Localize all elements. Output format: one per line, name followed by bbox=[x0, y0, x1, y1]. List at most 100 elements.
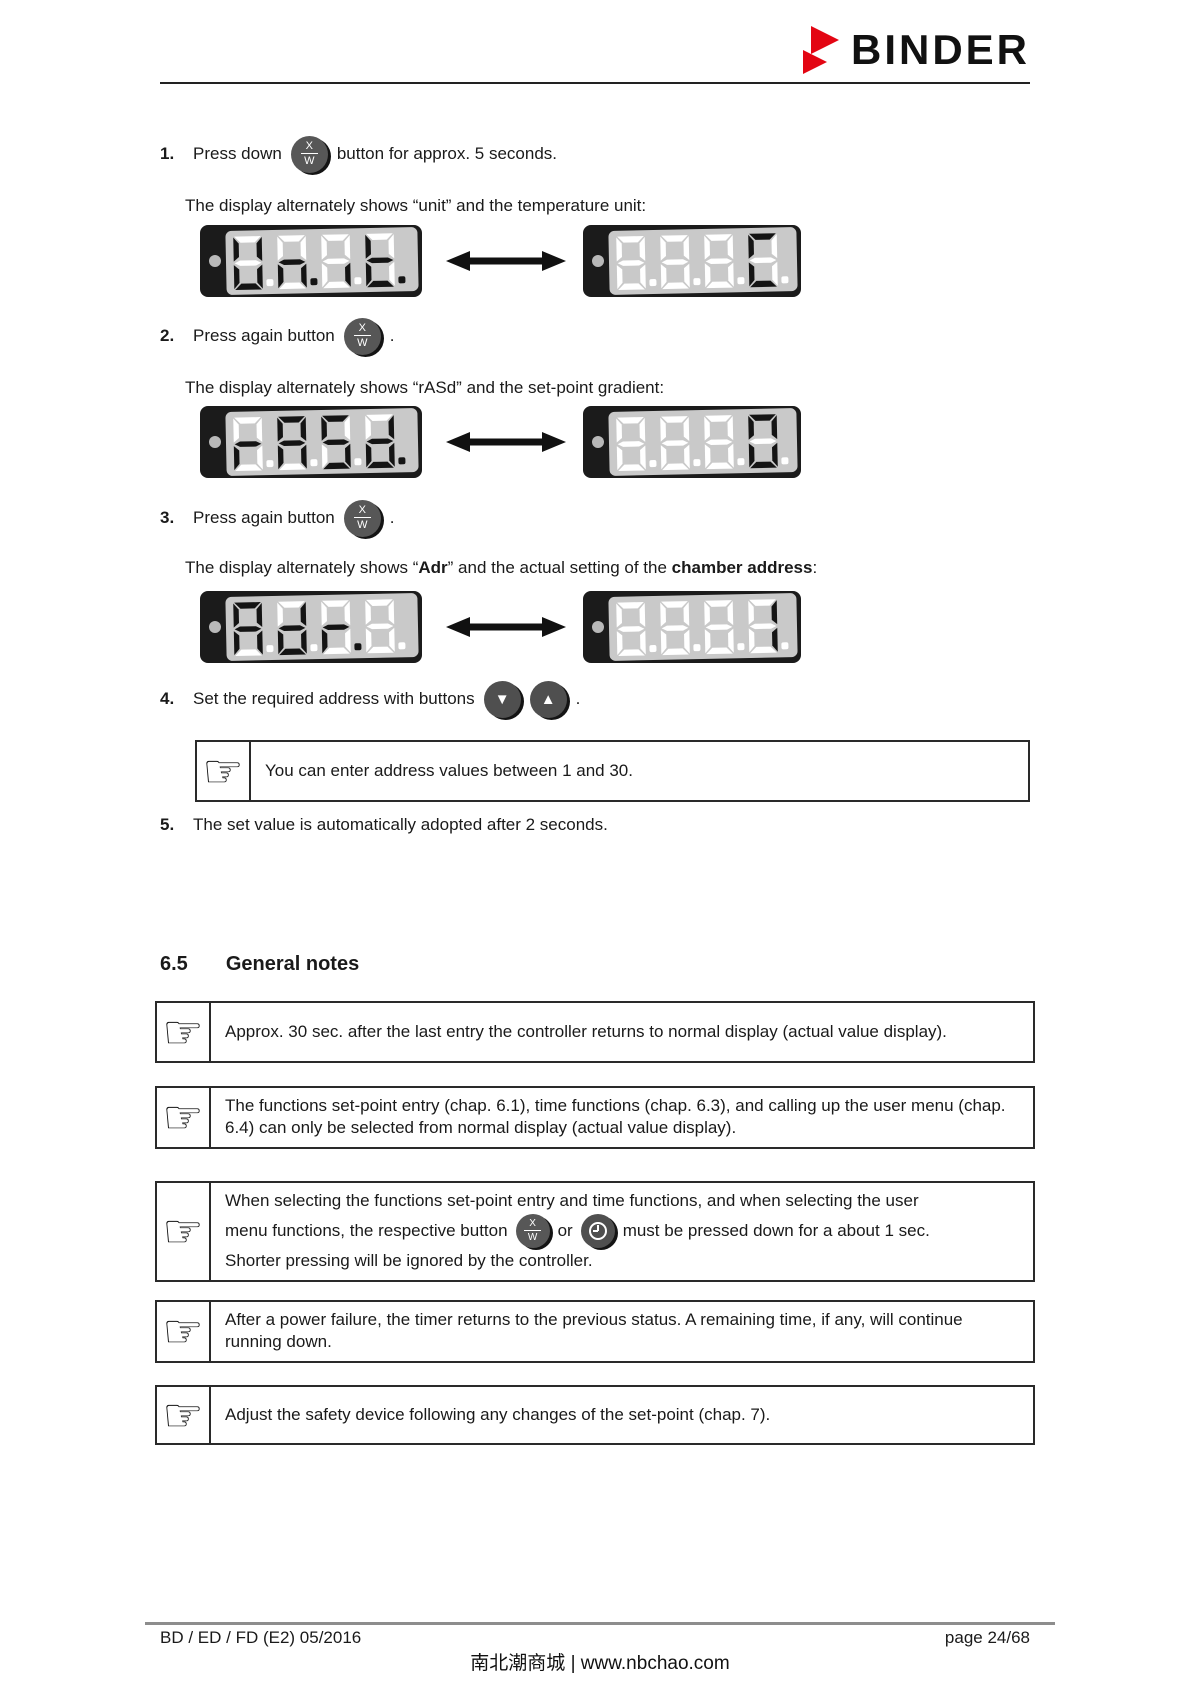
section-heading: 6.5 General notes bbox=[160, 953, 359, 976]
lcd-panel bbox=[225, 592, 419, 662]
header-divider bbox=[160, 82, 1030, 84]
xw-button-x-label: X bbox=[529, 1218, 536, 1230]
footer-page-number: page 24/68 bbox=[944, 1628, 1030, 1647]
xw-button-x-label: X bbox=[358, 322, 366, 334]
xw-button-w-label: W bbox=[300, 153, 318, 167]
step-3: 3. Press again button X W . bbox=[160, 498, 395, 538]
step-2-description: The display alternately shows “rASd” and… bbox=[185, 378, 665, 397]
display-pair-adr bbox=[200, 591, 801, 663]
lcd-decimal-point bbox=[649, 459, 657, 468]
step-3-description: The display alternately shows “Adr” and … bbox=[185, 558, 818, 577]
lcd-led-icon bbox=[592, 621, 604, 633]
note-box-return-display: ☞ Approx. 30 sec. after the last entry t… bbox=[155, 1001, 1035, 1063]
step-text: Press again button bbox=[193, 508, 335, 527]
timer-button bbox=[580, 1214, 615, 1249]
display-pair-rasd bbox=[200, 406, 801, 478]
alternate-arrow-icon bbox=[446, 248, 566, 274]
step-number: 1. bbox=[160, 144, 175, 163]
lcd-display-celsius bbox=[583, 225, 801, 297]
alternate-arrow-icon bbox=[446, 429, 566, 455]
step-text: Set the required address with buttons bbox=[193, 689, 475, 708]
lcd-decimal-point bbox=[737, 277, 745, 285]
xw-button-w-label: W bbox=[524, 1230, 542, 1243]
lcd-decimal-point bbox=[737, 643, 745, 651]
lcd-decimal-point bbox=[266, 279, 274, 287]
step-text: . bbox=[389, 326, 395, 345]
xw-button: X W bbox=[290, 135, 328, 173]
note-text-segment: must be pressed down for a about 1 sec. bbox=[622, 1221, 930, 1241]
lcd-panel bbox=[225, 407, 419, 477]
lcd-panel bbox=[608, 593, 798, 661]
lcd-display-adr bbox=[200, 591, 422, 663]
note-text: You can enter address values between 1 a… bbox=[265, 760, 633, 780]
lcd-decimal-point bbox=[781, 457, 789, 465]
lcd-decimal-point bbox=[398, 457, 406, 465]
step-text: Press down bbox=[193, 144, 282, 163]
lcd-panel bbox=[608, 408, 798, 476]
pointing-hand-icon: ☞ bbox=[162, 1205, 204, 1258]
note-text: The functions set-point entry (chap. 6.1… bbox=[225, 1096, 1006, 1138]
pointing-hand-icon: ☞ bbox=[162, 1006, 204, 1058]
lcd-panel bbox=[608, 227, 798, 295]
step-number: 2. bbox=[160, 326, 175, 345]
note-box-power-failure: ☞ After a power failure, the timer retur… bbox=[155, 1300, 1035, 1363]
lcd-decimal-point bbox=[693, 644, 701, 652]
step-4: 4. Set the required address with buttons… bbox=[160, 679, 580, 719]
lcd-display-gradient bbox=[583, 406, 801, 478]
lcd-led-icon bbox=[209, 621, 221, 633]
xw-button: X W bbox=[343, 317, 381, 355]
step-2: 2. Press again button X W . bbox=[160, 316, 395, 356]
step-text: Press again button bbox=[193, 326, 335, 345]
lcd-decimal-point bbox=[310, 644, 318, 652]
lcd-decimal-point bbox=[266, 645, 274, 653]
lcd-decimal-point bbox=[310, 278, 318, 286]
lcd-display-unit bbox=[200, 225, 422, 297]
step-text: . bbox=[389, 508, 395, 527]
step-text: button for approx. 5 seconds. bbox=[336, 144, 558, 163]
binder-arrows-icon bbox=[802, 26, 839, 74]
footer-document-id: BD / ED / FD (E2) 05/2016 bbox=[160, 1628, 362, 1647]
lcd-decimal-point bbox=[649, 644, 657, 653]
display-pair-unit bbox=[200, 225, 801, 297]
pointing-hand-icon: ☞ bbox=[162, 1305, 204, 1358]
lcd-decimal-point bbox=[398, 642, 406, 650]
lcd-led-icon bbox=[592, 436, 604, 448]
xw-button: X W bbox=[343, 499, 381, 537]
xw-button-x-label: X bbox=[358, 504, 366, 516]
lcd-decimal-point bbox=[781, 642, 789, 650]
arrow-up-button: ▲ bbox=[529, 680, 567, 718]
lcd-led-icon bbox=[592, 255, 604, 267]
section-title: General notes bbox=[225, 953, 360, 975]
step-number: 3. bbox=[160, 508, 175, 527]
note-text: Approx. 30 sec. after the last entry the… bbox=[225, 1021, 947, 1041]
lcd-decimal-point bbox=[737, 458, 745, 466]
note-text: After a power failure, the timer returns… bbox=[225, 1310, 963, 1352]
note-text: Adjust the safety device following any c… bbox=[225, 1404, 771, 1424]
alternate-arrow-icon bbox=[446, 614, 566, 640]
note-text-line: Shorter pressing will be ignored by the … bbox=[225, 1251, 593, 1271]
lcd-display-address bbox=[583, 591, 801, 663]
brand-name: BINDER bbox=[850, 26, 1030, 73]
section-number: 6.5 bbox=[160, 953, 188, 975]
lcd-led-icon bbox=[209, 255, 221, 267]
step-text: The set value is automatically adopted a… bbox=[193, 815, 608, 834]
clock-icon bbox=[588, 1222, 607, 1241]
lcd-decimal-point bbox=[649, 278, 657, 287]
xw-button-w-label: W bbox=[353, 335, 371, 349]
footer-divider bbox=[145, 1622, 1055, 1625]
note-text-line: When selecting the functions set-point e… bbox=[225, 1191, 919, 1210]
binder-logo: BINDER bbox=[802, 26, 1030, 74]
lcd-decimal-point bbox=[781, 276, 789, 284]
down-triangle-icon: ▼ bbox=[494, 690, 510, 708]
lcd-decimal-point bbox=[398, 276, 406, 284]
up-triangle-icon: ▲ bbox=[540, 690, 556, 708]
lcd-decimal-point bbox=[693, 278, 701, 286]
lcd-decimal-point bbox=[354, 643, 362, 651]
watermark-text: 南北潮商城 | www.nbchao.com bbox=[470, 1653, 730, 1674]
lcd-decimal-point bbox=[354, 277, 362, 285]
note-box-safety-device: ☞ Adjust the safety device following any… bbox=[155, 1385, 1035, 1445]
step-number: 5. bbox=[160, 815, 175, 834]
lcd-led-icon bbox=[209, 436, 221, 448]
step-1: 1. Press down X W button for approx. 5 s… bbox=[160, 134, 557, 174]
